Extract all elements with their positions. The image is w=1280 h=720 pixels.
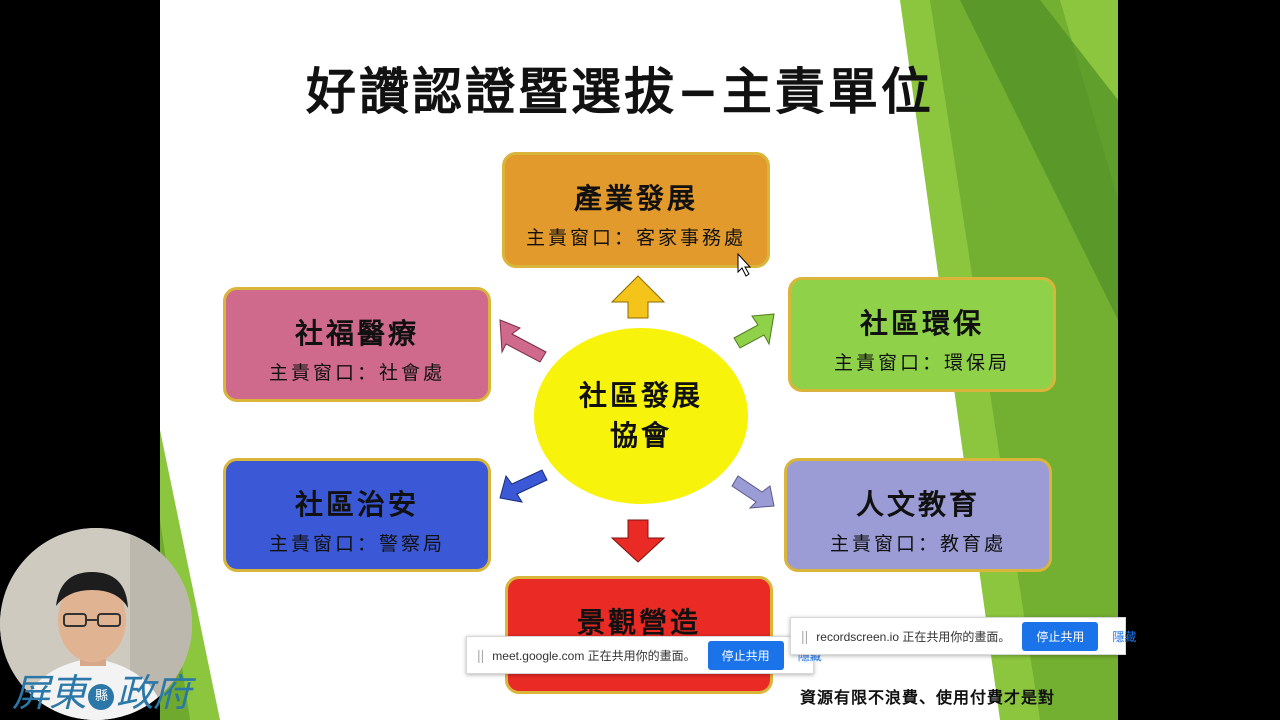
box-environment-sub: 主責窗口：環保局 <box>833 352 1010 374</box>
box-environment: 社區環保 主責窗口：環保局 <box>788 277 1056 392</box>
box-landscape-name: 景觀營造 <box>576 606 701 639</box>
box-security-sub: 主責窗口：警察局 <box>268 533 445 555</box>
center-ellipse: 社區發展 協會 <box>534 328 748 504</box>
box-education: 人文教育 主責窗口：教育處 <box>784 458 1052 572</box>
box-welfare-name: 社福醫療 <box>294 317 419 350</box>
box-welfare-sub: 主責窗口：社會處 <box>268 362 445 384</box>
box-industry: 產業發展 主責窗口：客家事務處 <box>502 152 770 268</box>
box-security: 社區治安 主責窗口：警察局 <box>223 458 491 572</box>
box-education-sub: 主責窗口：教育處 <box>829 533 1006 555</box>
share-message: meet.google.com 正在共用你的畫面。 <box>492 648 696 663</box>
slide-footer: 資源有限不浪費、使用付費才是對 <box>800 688 1056 707</box>
box-security-name: 社區治安 <box>294 488 419 521</box>
box-environment-name: 社區環保 <box>859 307 984 340</box>
center-line1: 社區發展 <box>578 379 703 412</box>
box-industry-name: 產業發展 <box>573 182 698 215</box>
logo-text2: 政府 <box>116 671 191 715</box>
stop-sharing-button[interactable]: 停止共用 <box>1022 621 1099 651</box>
webcam-video <box>0 528 192 720</box>
hide-button[interactable]: 隱藏 <box>1112 629 1137 644</box>
center-line2: 協會 <box>609 419 672 452</box>
drag-handle-icon[interactable]: || <box>801 628 809 644</box>
share-bar-meet: || meet.google.com 正在共用你的畫面。 停止共用 隱藏 <box>466 636 822 674</box>
drag-handle-icon[interactable]: || <box>477 647 485 663</box>
logo-seal: 縣 <box>88 683 115 710</box>
box-landscape: 景觀營造 <box>505 576 773 694</box>
county-government-logo: 屏東縣政府 <box>12 662 191 717</box>
presentation-slide: 好讚認證暨選拔−主責單位 產業發展 主責窗口：客家事務處 社區環保 主責窗口：環… <box>160 0 1118 720</box>
box-education-name: 人文教育 <box>855 488 980 521</box>
share-message: recordscreen.io 正在共用你的畫面。 <box>816 629 1011 644</box>
box-industry-sub: 主責窗口：客家事務處 <box>525 227 746 249</box>
stop-sharing-button[interactable]: 停止共用 <box>707 640 784 670</box>
share-bar-recordscreen: || recordscreen.io 正在共用你的畫面。 停止共用 隱藏 <box>790 617 1136 655</box>
logo-text1: 屏東 <box>12 671 87 715</box>
box-welfare: 社福醫療 主責窗口：社會處 <box>223 287 491 402</box>
slide-title: 好讚認證暨選拔−主責單位 <box>306 62 934 121</box>
